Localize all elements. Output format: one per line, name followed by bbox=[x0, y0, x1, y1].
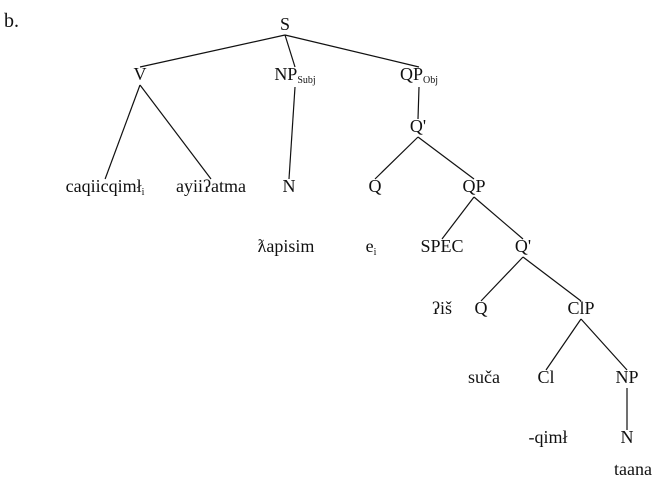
edge-ClP-NP2 bbox=[580, 318, 628, 371]
node-q-2: Q bbox=[475, 298, 488, 318]
edge-Qbar2-Q2 bbox=[480, 256, 524, 302]
node-q-1: Q bbox=[369, 176, 382, 196]
node-s: S bbox=[280, 14, 290, 34]
leaf-ayiiatma: ayiiʔatma bbox=[176, 176, 246, 196]
node-v: V bbox=[134, 64, 147, 84]
node-n-2: N bbox=[621, 427, 634, 447]
edge-NPsubj-N1 bbox=[288, 86, 296, 180]
leaf-taana: taana bbox=[614, 459, 652, 479]
tree-edges bbox=[104, 34, 628, 430]
edge-V-ayii bbox=[139, 84, 212, 180]
leaf-caqiicqiml: caqiicqimłi bbox=[66, 176, 145, 198]
leaf-sucha: suča bbox=[468, 367, 500, 387]
node-qp-2: QP bbox=[462, 176, 485, 196]
edge-S-V bbox=[139, 34, 286, 68]
edge-QP2-SPEC bbox=[441, 196, 475, 240]
edge-Qbar1-QP2 bbox=[417, 136, 475, 180]
edge-Qbar1-Q1 bbox=[374, 136, 419, 180]
leaf-e: ei bbox=[366, 236, 377, 258]
leaf-qiml: -qimł bbox=[529, 427, 568, 447]
edge-S-QPobj bbox=[284, 34, 420, 68]
node-q-bar-2: Q' bbox=[515, 236, 531, 256]
edge-V-caqiic bbox=[104, 84, 141, 180]
node-n-1: N bbox=[283, 176, 296, 196]
leaf-ish: ʔiš bbox=[432, 298, 452, 318]
node-clp: ClP bbox=[567, 298, 594, 318]
node-qp-obj: QPObj bbox=[400, 64, 438, 86]
leaf-lapisim: ƛapisim bbox=[258, 236, 315, 256]
example-marker: b. bbox=[4, 10, 19, 32]
node-spec: SPEC bbox=[420, 236, 463, 256]
edge-Qbar2-ClP bbox=[522, 256, 582, 302]
edge-S-NPsubj bbox=[284, 34, 296, 68]
node-np-2: NP bbox=[615, 367, 638, 387]
node-np-subj: NPSubj bbox=[274, 64, 315, 86]
edge-QPobj-Qbar1 bbox=[417, 86, 420, 120]
node-cl: Cl bbox=[537, 367, 554, 387]
edge-ClP-Cl bbox=[545, 318, 582, 371]
node-q-bar-1: Q' bbox=[410, 116, 426, 136]
edge-QP2-Qbar2 bbox=[473, 196, 524, 240]
